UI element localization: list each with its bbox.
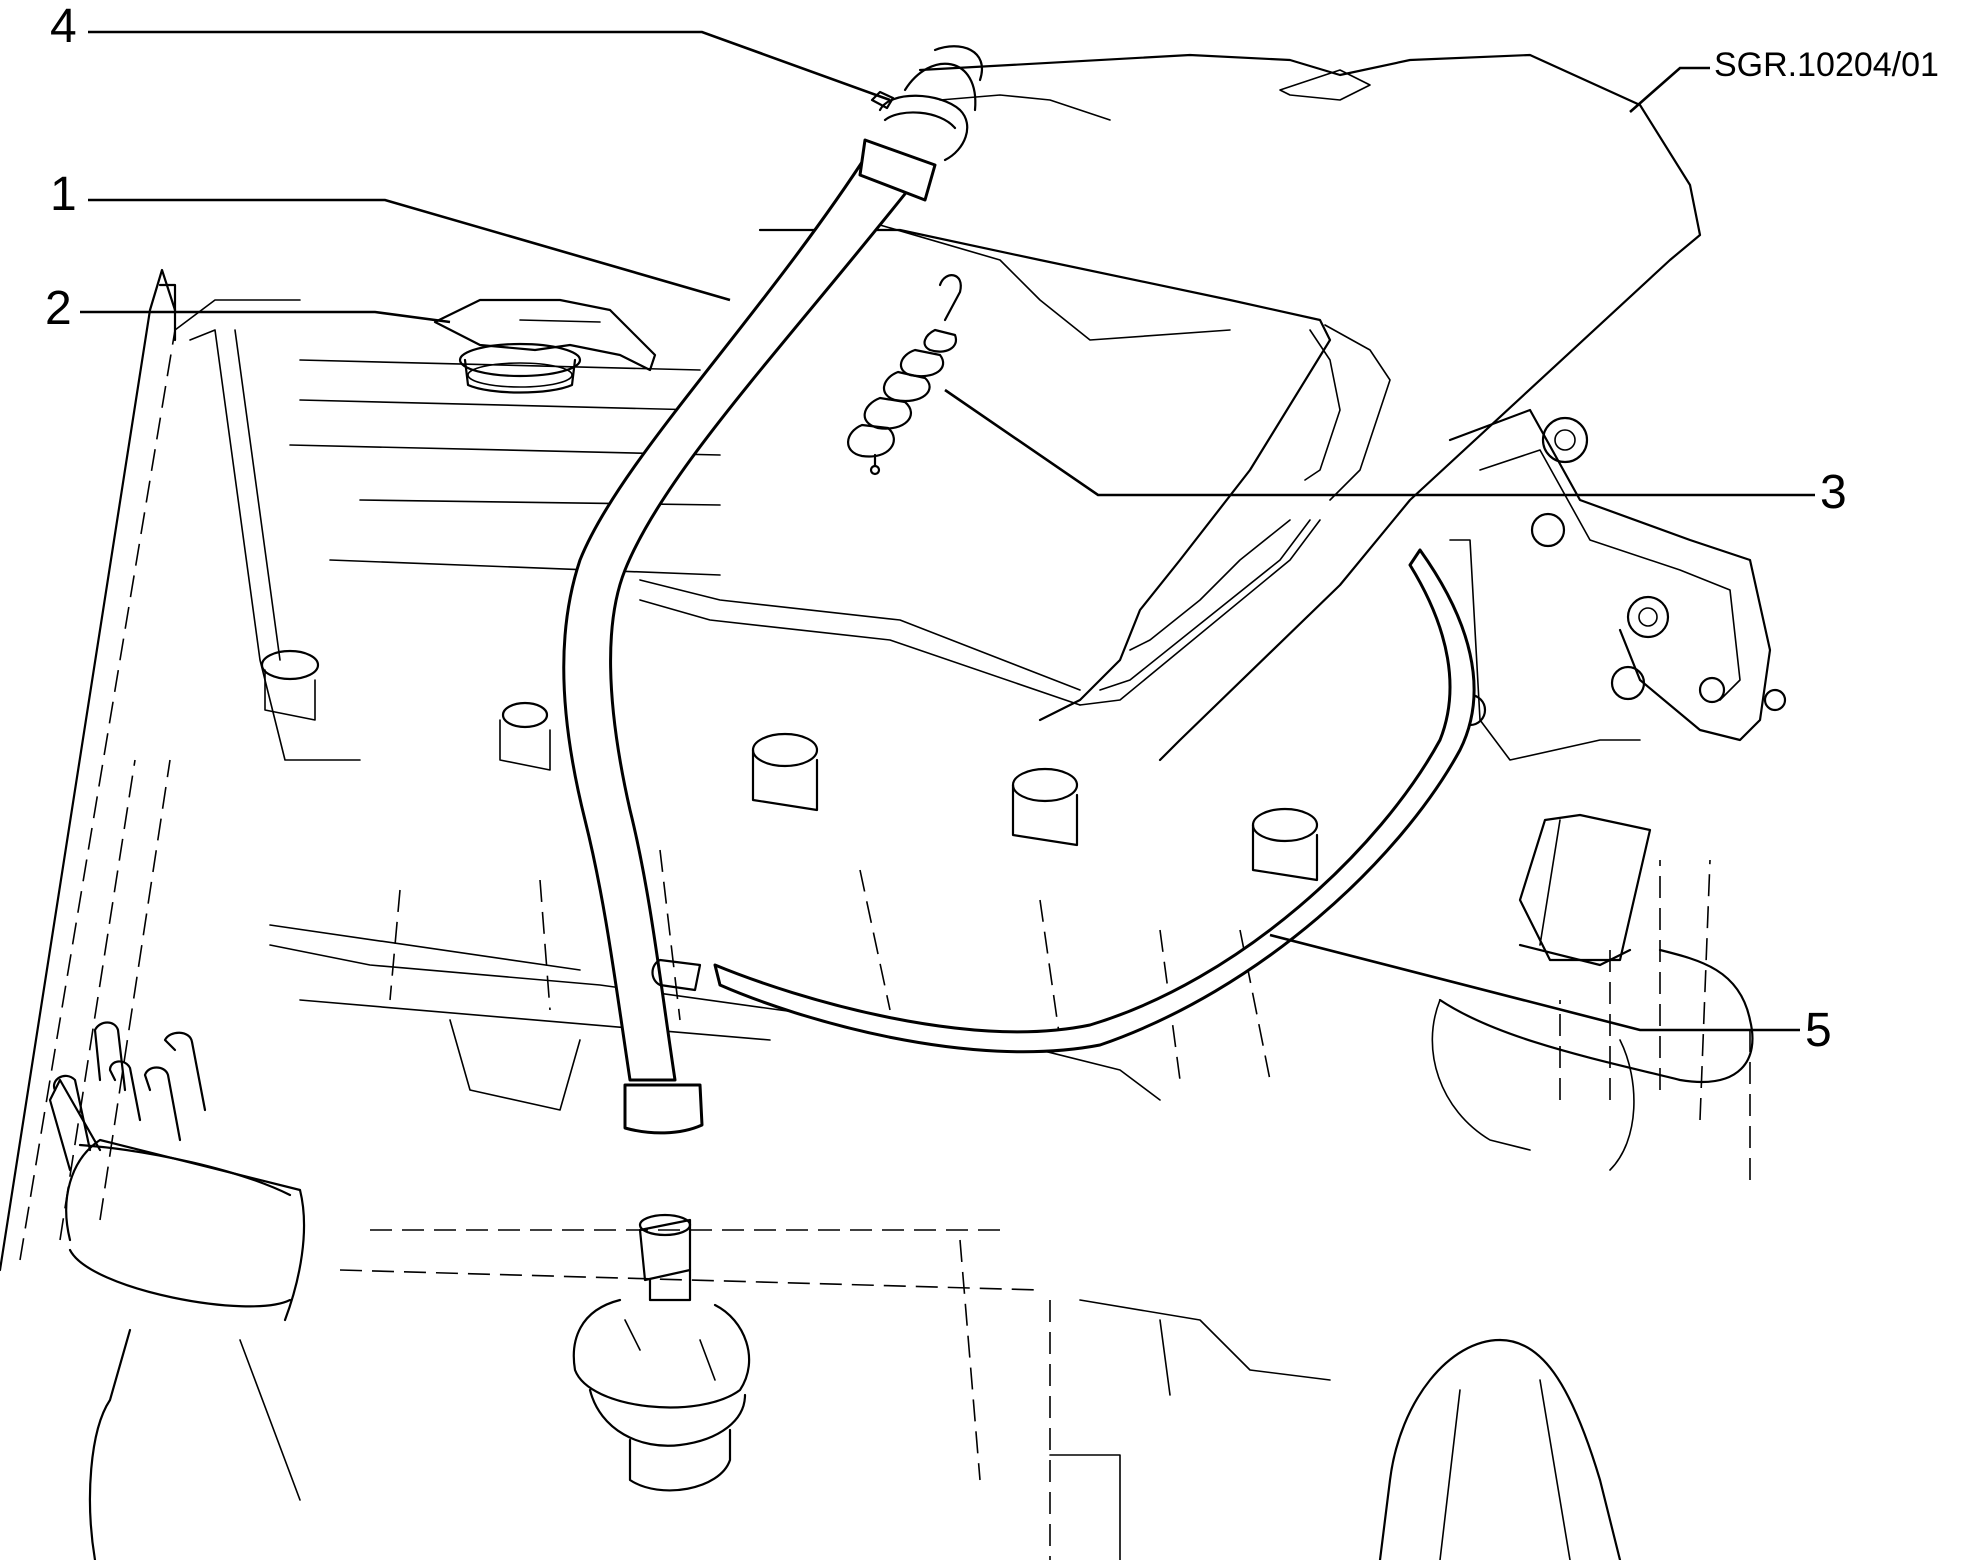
callout-labels: 4 1 2 3 5 SGR.10204/01 (45, 0, 1939, 1057)
leader-lines (80, 30, 1815, 1032)
callout-1: 1 (50, 168, 77, 221)
leader-line-4 (88, 30, 891, 102)
breather-pipe (562, 138, 937, 1135)
leader-line-2 (80, 310, 451, 324)
cylinder-bolts (260, 649, 1319, 882)
drawing-reference-code: SGR.10204/01 (1714, 46, 1939, 84)
leader-line-5 (1269, 933, 1800, 1032)
crankcase-hose (651, 548, 1476, 1054)
engine-block-outline (0, 53, 1787, 1560)
hose-clamp (870, 45, 983, 162)
callout-2: 2 (45, 282, 72, 335)
callout-5: 5 (1805, 1004, 1832, 1057)
distributor (48, 1021, 306, 1560)
leader-line-ref (1629, 66, 1710, 113)
pcv-valve (572, 1213, 751, 1492)
callout-3: 3 (1820, 466, 1847, 519)
leader-line-3 (944, 388, 1815, 497)
callout-4: 4 (50, 0, 77, 53)
leader-line-1 (88, 198, 731, 302)
oil-filler-cap (433, 298, 657, 394)
dipstick (847, 274, 962, 476)
